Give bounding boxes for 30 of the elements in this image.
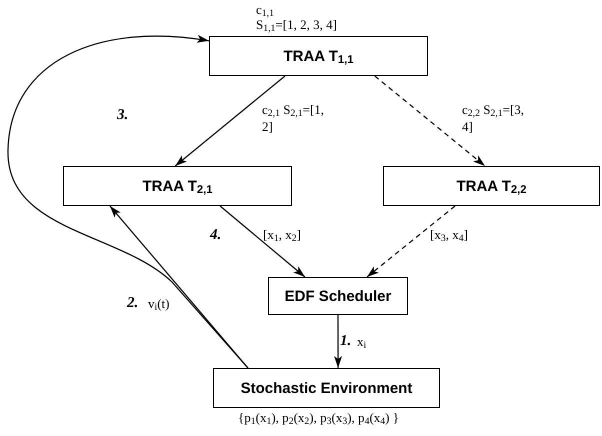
step-number: 3. <box>117 107 128 124</box>
step-number: 4. <box>210 227 222 244</box>
process-box <box>268 277 408 315</box>
edge-label: c$_{2,2}$ S$_{2,1}$=[3, 4] <box>462 101 526 135</box>
edge-label: x$_{i}$ <box>357 333 368 350</box>
edge-label: [x$_{3}$, x$_{4}$] <box>430 226 469 243</box>
process-box <box>209 36 428 76</box>
annotation-text: {p$_{1}$(x$_{1}$), p$_{2}$(x$_{2}$), p$_{3}$(x$_{3}$), p$_{4}$(x$_{4}$) } <box>238 410 400 425</box>
step-number: 2. <box>127 295 138 312</box>
edge-label: v$_{i}$(t) <box>148 295 170 312</box>
arrow <box>7 35 248 368</box>
arrow <box>220 206 306 278</box>
annotation-text: c$_{1,1}$ <box>256 2 275 17</box>
process-box <box>383 166 600 206</box>
box-label: TRAA T$_{2,2}$ <box>455 178 528 194</box>
arrow <box>374 76 486 166</box>
process-box <box>63 166 292 206</box>
edge-label: [x$_{1}$, x$_{2}$] <box>263 226 302 243</box>
box-label: TRAA T$_{1,1}$ <box>282 48 355 64</box>
box-label: Stochastic Environment <box>240 380 414 396</box>
arrow <box>174 76 286 166</box>
annotation-text: S$_{1,1}$=[1, 2, 3, 4] <box>256 17 338 32</box>
process-box <box>213 368 440 408</box>
arrow <box>366 206 456 278</box>
step-number: 1. <box>340 333 352 350</box>
box-label: TRAA T$_{2,1}$ <box>141 178 214 194</box>
box-label: EDF Scheduler <box>284 288 392 304</box>
arrow <box>334 315 342 368</box>
arrow <box>109 206 248 368</box>
edge-label: c$_{2,1}$ S$_{2,1}$=[1, 2] <box>262 101 326 135</box>
